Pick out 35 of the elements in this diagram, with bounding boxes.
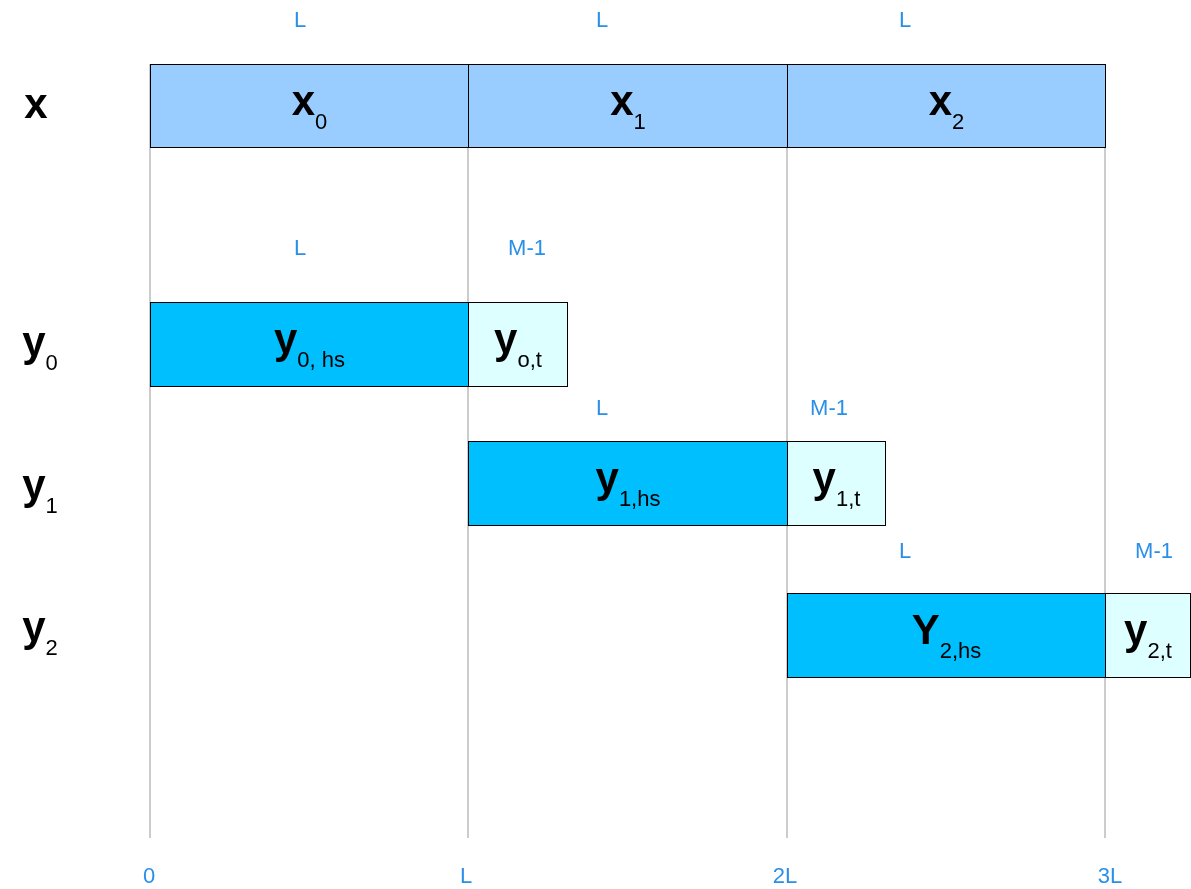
row-label: y$_{2}$ — [22, 603, 58, 661]
axis-tick-label: 0 — [142, 863, 156, 889]
length-label: L — [898, 538, 912, 564]
tail-block — [787, 441, 886, 526]
block-label: x$_{0}$ — [291, 79, 328, 133]
block-label: x$_{1}$ — [610, 79, 646, 133]
output-block — [468, 441, 788, 526]
block-label: y$_{1,hs}$ — [595, 457, 661, 510]
axis-tick-label: 3L — [1097, 863, 1123, 889]
output-block — [787, 593, 1106, 678]
axis-tick-label: 2L — [772, 863, 798, 889]
row-label: y$_{0}$ — [22, 318, 58, 376]
row-label: y$_{1}$ — [22, 461, 58, 519]
length-label: L — [595, 395, 609, 421]
length-label: L — [293, 235, 307, 261]
length-label: M-1 — [810, 395, 848, 421]
row-label: x — [24, 80, 48, 128]
block-label: y$_{o,t}$ — [494, 318, 542, 371]
length-label: L — [595, 7, 609, 33]
input-block — [787, 64, 1106, 148]
length-label: M-1 — [508, 235, 546, 261]
block-label: Y$_{2,hs}$ — [911, 609, 982, 662]
input-block — [468, 64, 788, 148]
axis-tick-label: L — [459, 863, 473, 889]
output-block — [150, 302, 469, 387]
block-label: y$_{1,t}$ — [812, 457, 861, 510]
input-block — [150, 64, 469, 148]
block-label: y$_{2,t}$ — [1124, 609, 1172, 662]
tail-block — [1105, 593, 1191, 678]
length-label: M-1 — [1135, 538, 1173, 564]
tail-block — [468, 302, 568, 387]
block-label: x$_{2}$ — [928, 79, 965, 133]
block-label: y$_{0, hs}$ — [273, 318, 346, 371]
length-label: L — [293, 7, 307, 33]
length-label: L — [898, 7, 912, 33]
